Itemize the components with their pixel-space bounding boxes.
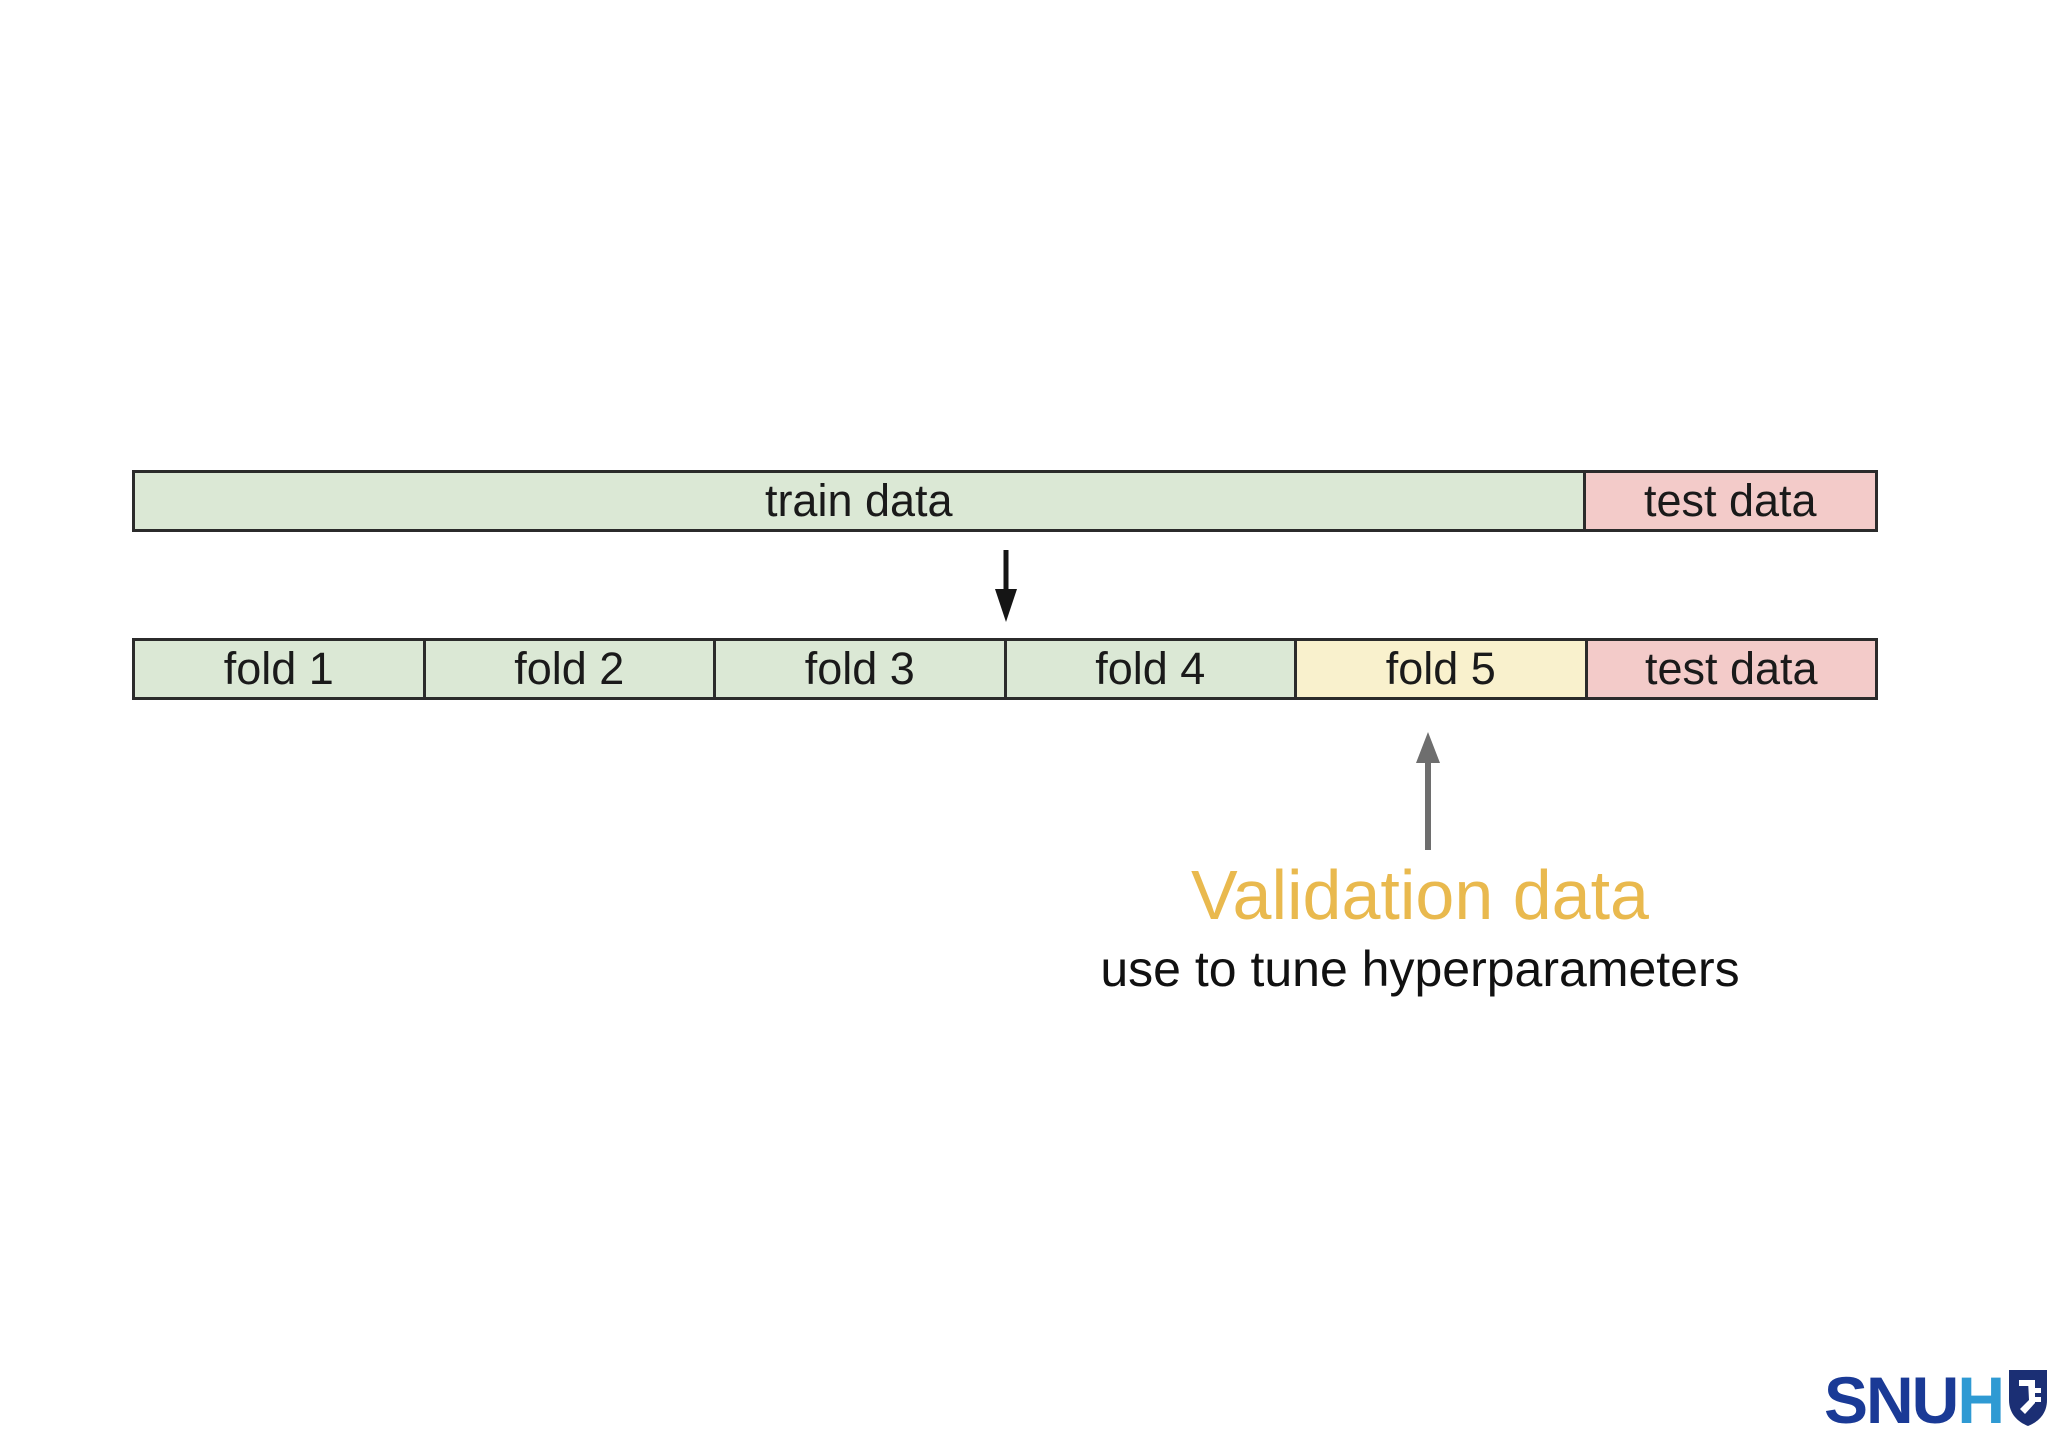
fold-5-segment: fold 5: [1294, 641, 1585, 697]
fold-3-segment: fold 3: [713, 641, 1004, 697]
fold-2-segment: fold 2: [422, 641, 713, 697]
fold-bar: fold 1 fold 2 fold 3 fold 4 fold 5 test …: [132, 638, 1878, 700]
train-test-bar: train data test data: [132, 470, 1878, 532]
test-data-segment-bottom: test data: [1584, 641, 1875, 697]
validation-data-subtitle: use to tune hyperparameters: [1100, 941, 1740, 997]
snuh-logo-text-h: H: [1957, 1363, 2005, 1437]
snuh-logo: SNU H: [1824, 1364, 2048, 1436]
snuh-logo-text-snu: SNU: [1824, 1363, 1959, 1437]
fold-4-segment: fold 4: [1003, 641, 1294, 697]
test-data-segment-top: test data: [1582, 473, 1875, 529]
train-data-segment: train data: [135, 473, 1583, 529]
arrow-up-icon: [1406, 728, 1450, 859]
fold-1-segment: fold 1: [135, 641, 423, 697]
validation-annotation: Validation data use to tune hyperparamet…: [1100, 856, 1739, 998]
validation-data-title: Validation data: [1191, 856, 1649, 934]
arrow-down-icon: [984, 544, 1028, 629]
snuh-shield-icon: [2006, 1367, 2048, 1432]
